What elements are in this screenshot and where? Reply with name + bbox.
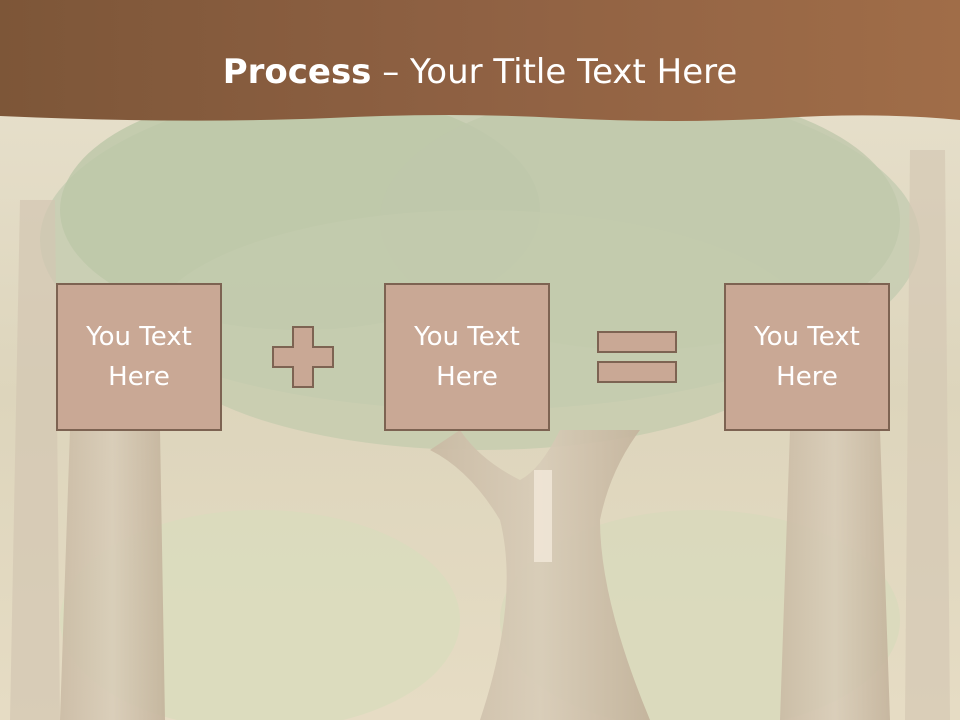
process-box-2-text: You Text Here bbox=[414, 322, 520, 392]
slide-title: Process – Your Title Text Here bbox=[0, 52, 960, 92]
equals-icon bbox=[597, 331, 677, 383]
process-box-1[interactable]: You Text Here bbox=[56, 283, 222, 431]
process-box-3-text: You Text Here bbox=[754, 322, 860, 392]
process-box-3[interactable]: You Text Here bbox=[724, 283, 890, 431]
title-bold-text: Process bbox=[222, 52, 372, 92]
process-box-1-text: You Text Here bbox=[86, 322, 192, 392]
title-text: – Your Title Text Here bbox=[371, 52, 738, 92]
plus-icon bbox=[272, 326, 334, 388]
process-box-2[interactable]: You Text Here bbox=[384, 283, 550, 431]
